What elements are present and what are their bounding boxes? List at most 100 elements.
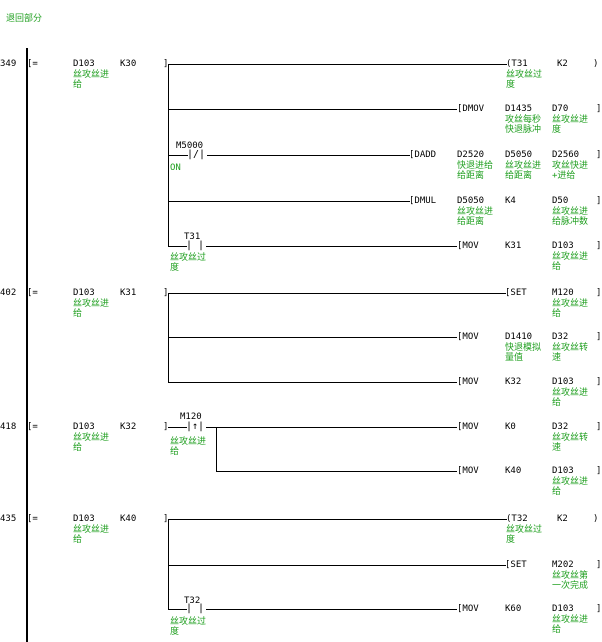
rung-line xyxy=(168,155,188,156)
device-label: K32 xyxy=(120,422,137,432)
bracket-close: ] xyxy=(163,514,169,524)
operand: D1435 xyxy=(505,104,533,114)
bracket-close: ] xyxy=(596,377,602,387)
compare-op: [= xyxy=(27,59,38,69)
rung-line xyxy=(168,293,506,294)
bracket-close: ] xyxy=(596,241,602,251)
device-comment: 丝攻丝过 度 xyxy=(506,525,543,545)
operand: D2560 xyxy=(552,150,580,160)
device-comment: 丝攻丝过 度 xyxy=(506,70,543,90)
device-label: K31 xyxy=(120,288,137,298)
pulse-contact-icon: |↑| xyxy=(186,421,205,432)
bracket-close: ] xyxy=(596,104,602,114)
instruction: [MOV xyxy=(457,604,479,614)
contact-label: M120 xyxy=(180,412,202,422)
operand: D103 xyxy=(552,604,574,614)
instruction: [MOV xyxy=(457,422,479,432)
operand: K2 xyxy=(557,59,568,69)
section-title: 退回部分 xyxy=(6,14,43,24)
rung-line xyxy=(207,155,410,156)
bracket-close: ] xyxy=(596,288,602,298)
rung-line xyxy=(168,109,457,110)
device-comment: 丝攻丝进 给 xyxy=(73,525,110,545)
operand: K60 xyxy=(505,604,522,614)
device-comment: 丝攻丝进 给 xyxy=(552,299,589,319)
no-contact-icon: | | xyxy=(186,603,205,614)
operand: K4 xyxy=(505,196,516,206)
rung-line xyxy=(168,201,410,202)
bracket-close: ] xyxy=(596,604,602,614)
operand: K2 xyxy=(557,514,568,524)
bracket-close: ] xyxy=(596,332,602,342)
bracket-close: ] xyxy=(596,422,602,432)
device-label: D103 xyxy=(73,288,95,298)
contact-comment: 丝攻丝进 给 xyxy=(170,437,207,457)
device-comment: 丝攻丝进 给距离 xyxy=(457,207,494,227)
operand: K40 xyxy=(505,466,522,476)
operand: D103 xyxy=(552,241,574,251)
bracket-close: ] xyxy=(596,150,602,160)
rung-line xyxy=(168,64,507,65)
device-comment: 丝攻丝进 给 xyxy=(73,70,110,90)
rung-line xyxy=(216,471,457,472)
device-comment: 快退进给 给距离 xyxy=(457,161,494,181)
operand: M202 xyxy=(552,560,574,570)
rung-line xyxy=(168,519,507,520)
operand: M120 xyxy=(552,288,574,298)
operand: D32 xyxy=(552,422,569,432)
contact-label: T31 xyxy=(184,232,201,242)
bracket-close: ] xyxy=(596,560,602,570)
nc-contact-icon: |/| xyxy=(187,149,206,160)
rung-line xyxy=(168,246,187,247)
bracket-close: ] xyxy=(596,466,602,476)
coil-close: ) xyxy=(593,59,599,69)
device-comment: 攻丝每秒 快退脉冲 xyxy=(505,115,542,135)
left-power-rail xyxy=(26,48,28,642)
instruction: [DMOV xyxy=(457,104,485,114)
device-label: D103 xyxy=(73,514,95,524)
device-comment: 丝攻丝进 给 xyxy=(552,388,589,408)
operand: K31 xyxy=(505,241,522,251)
rung-line xyxy=(168,609,187,610)
contact-comment: ON xyxy=(170,163,181,173)
instruction: [MOV xyxy=(457,241,479,251)
coil-close: ) xyxy=(593,514,599,524)
branch-vertical xyxy=(216,427,217,472)
step-number: 402 xyxy=(0,288,17,298)
device-comment: 丝攻丝第 一次完成 xyxy=(552,571,589,591)
operand: D70 xyxy=(552,104,569,114)
bracket-close: ] xyxy=(163,422,169,432)
device-comment: 丝攻丝进 给脉冲数 xyxy=(552,207,589,227)
operand: D2520 xyxy=(457,150,485,160)
instruction: [SET xyxy=(505,560,527,570)
no-contact-icon: | | xyxy=(186,240,205,251)
device-comment: 丝攻丝进 给 xyxy=(73,433,110,453)
bracket-close: ] xyxy=(596,196,602,206)
rung-line xyxy=(206,609,457,610)
device-comment: 丝攻丝进 给距离 xyxy=(505,161,542,181)
instruction: [MOV xyxy=(457,377,479,387)
operand: D103 xyxy=(552,466,574,476)
device-comment: 丝攻丝转 速 xyxy=(552,433,589,453)
device-label: K40 xyxy=(120,514,137,524)
instruction: [DMUL xyxy=(409,196,437,206)
device-comment: 丝攻丝进 给 xyxy=(552,477,589,497)
device-comment: 丝攻丝进 给 xyxy=(552,615,589,635)
branch-vertical xyxy=(168,519,169,610)
rung-line xyxy=(206,427,457,428)
instruction: [MOV xyxy=(457,466,479,476)
rung-line xyxy=(168,337,457,338)
contact-comment: 丝攻丝过 度 xyxy=(170,617,207,637)
rung-line xyxy=(168,382,457,383)
operand: D50 xyxy=(552,196,569,206)
branch-vertical xyxy=(168,293,169,383)
instruction: [DADD xyxy=(409,150,437,160)
device-label: D103 xyxy=(73,422,95,432)
compare-op: [= xyxy=(27,288,38,298)
step-number: 435 xyxy=(0,514,17,524)
rung-line xyxy=(168,427,187,428)
rung-line xyxy=(168,565,506,566)
rung-line xyxy=(206,246,457,247)
contact-label: M5000 xyxy=(176,141,204,151)
